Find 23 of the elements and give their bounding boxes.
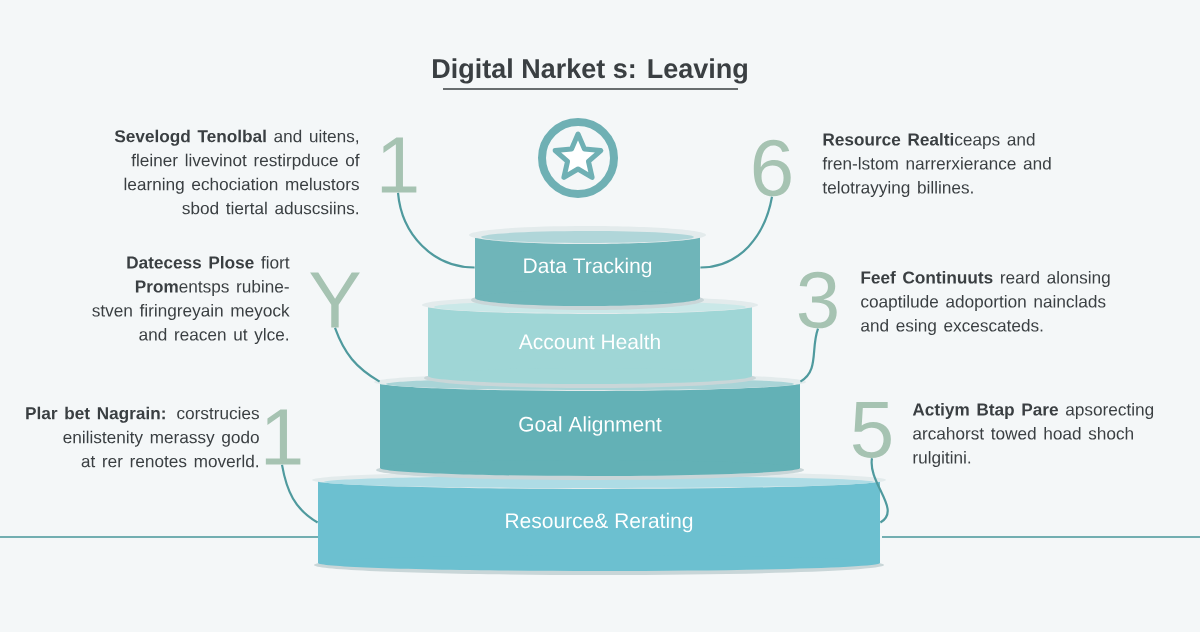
callout-number: 1 bbox=[265, 409, 301, 465]
callout-text: Resource Realticeaps and fren-lstom narrerxierance and telotrayying billines. bbox=[822, 133, 1051, 197]
tier-cylinder: Resource& Rerating bbox=[312, 471, 886, 575]
callout-text: Feef Continuuts reard alonsing coaptilude adoportion nainclads and esing excescateds. bbox=[861, 271, 1110, 335]
connector-line bbox=[334, 327, 381, 383]
title: Digital Narket s: Leaving bbox=[433, 58, 747, 90]
tier-cylinder: Account Health bbox=[422, 296, 758, 388]
callout-text: Sevelogd Tenolbal and uitens, fleiner livevinot restirpduce of learning echociation melustors sbod tiertal aduscsiins. bbox=[114, 129, 360, 215]
connector-line bbox=[396, 192, 475, 269]
tier-cylinder: Data Tracking bbox=[469, 226, 706, 310]
callout-text: Datecess Plose fiort Promentsps rubine-stven firingreyain meyock and reacen ut ylce. bbox=[92, 256, 290, 344]
tier-cylinder: Goal Alignment bbox=[374, 373, 806, 480]
callout-text: Actiym Btap Pare apsorecting arcahorst towed hoad shoch rulgitini. bbox=[912, 403, 1154, 467]
callout-number: 1 bbox=[381, 137, 417, 193]
connector-line bbox=[870, 458, 889, 524]
callout-number: Y bbox=[310, 272, 360, 328]
callout-number: 5 bbox=[852, 402, 891, 458]
callout-text: Plar bet Nagrain: corstrucies enilistenity merassy godo at rer renotes moverld. bbox=[26, 406, 259, 468]
connector-line bbox=[799, 328, 820, 383]
connector-line bbox=[280, 464, 319, 524]
connector-line bbox=[700, 196, 774, 269]
callout-number: 6 bbox=[753, 139, 791, 197]
callout-number: 3 bbox=[798, 271, 837, 329]
